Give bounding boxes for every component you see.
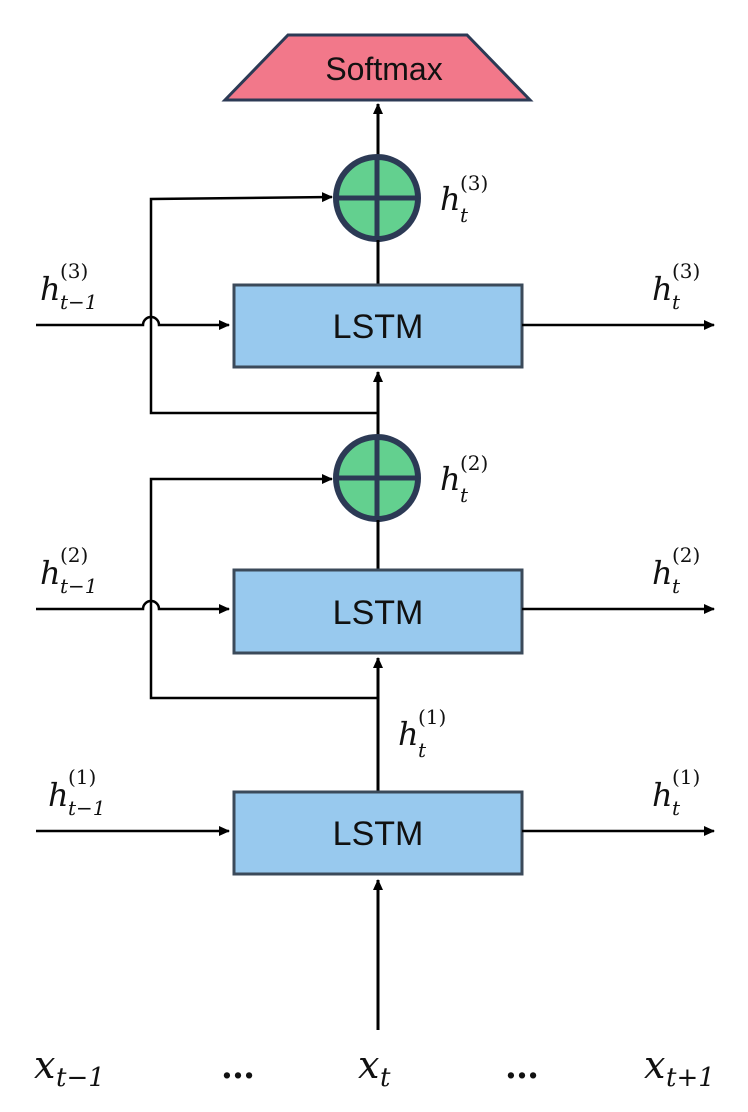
- svg-text:h: h: [652, 776, 673, 814]
- softmax-label: Softmax: [325, 51, 442, 87]
- skip-connection-3: [149, 192, 378, 415]
- prev-state-label-1: h (1) t−1: [48, 765, 106, 820]
- svg-text:(2): (2): [460, 451, 488, 475]
- sum-node-3: [333, 154, 421, 242]
- svg-text:(2): (2): [672, 543, 700, 567]
- svg-text:h: h: [652, 554, 673, 592]
- svg-text:t: t: [460, 203, 469, 227]
- lstm-label-2: LSTM: [333, 594, 424, 632]
- svg-text:t: t: [418, 738, 427, 762]
- svg-text:(2): (2): [60, 543, 88, 567]
- lstm-box-1: [232, 790, 524, 876]
- svg-text:h: h: [652, 270, 673, 308]
- svg-text:t+1: t+1: [666, 1063, 715, 1093]
- ellipsis-right: …: [505, 1047, 539, 1087]
- output-label-3: h (3) t: [652, 259, 700, 314]
- svg-text:t−1: t−1: [60, 574, 98, 598]
- output-label-2: h (2) t: [652, 543, 700, 598]
- lstm-box-2: [232, 568, 524, 655]
- svg-text:t−1: t−1: [68, 796, 106, 820]
- sum-label-3: h (3) t: [440, 171, 488, 227]
- svg-text:t: t: [380, 1063, 391, 1093]
- lstm-box-3: [232, 283, 524, 369]
- skip-connection-2: [149, 474, 378, 700]
- prev-state-2-arrow: [36, 599, 230, 614]
- svg-text:x: x: [34, 1043, 55, 1087]
- svg-text:(3): (3): [60, 259, 88, 283]
- prev-state-label-2: h (2) t−1: [40, 543, 98, 598]
- softmax-block: [221, 33, 534, 102]
- svg-text:t−1: t−1: [60, 290, 98, 314]
- output-label-1: h (1) t: [652, 765, 700, 820]
- svg-text:t: t: [460, 483, 469, 507]
- svg-text:h: h: [398, 715, 419, 753]
- input-label-x-t-plus-1: x t+1: [644, 1043, 715, 1093]
- svg-text:x: x: [644, 1043, 665, 1087]
- svg-text:t: t: [672, 796, 681, 820]
- up-label-1: h (1) t: [398, 705, 446, 762]
- sum-label-2: h (2) t: [440, 451, 488, 507]
- svg-text:(1): (1): [68, 765, 96, 789]
- prev-state-3-arrow: [36, 315, 230, 330]
- lstm-label-1: LSTM: [333, 815, 424, 853]
- ellipsis-left: …: [221, 1047, 255, 1087]
- svg-text:h: h: [40, 554, 61, 592]
- svg-text:h: h: [48, 776, 69, 814]
- sum-node-2: [333, 434, 421, 522]
- svg-text:(3): (3): [460, 171, 488, 195]
- svg-text:t: t: [672, 290, 681, 314]
- svg-text:(1): (1): [418, 705, 446, 729]
- svg-text:(1): (1): [672, 765, 700, 789]
- svg-text:t: t: [672, 574, 681, 598]
- input-label-x-t: x t: [358, 1043, 391, 1093]
- svg-text:t−1: t−1: [56, 1063, 105, 1093]
- input-label-x-t-minus-1: x t−1: [34, 1043, 105, 1093]
- svg-text:h: h: [440, 460, 461, 498]
- lstm-label-3: LSTM: [333, 308, 424, 346]
- svg-text:(3): (3): [672, 259, 700, 283]
- svg-text:h: h: [40, 270, 61, 308]
- prev-state-label-3: h (3) t−1: [40, 259, 98, 314]
- svg-text:h: h: [440, 180, 461, 218]
- svg-text:x: x: [358, 1043, 379, 1087]
